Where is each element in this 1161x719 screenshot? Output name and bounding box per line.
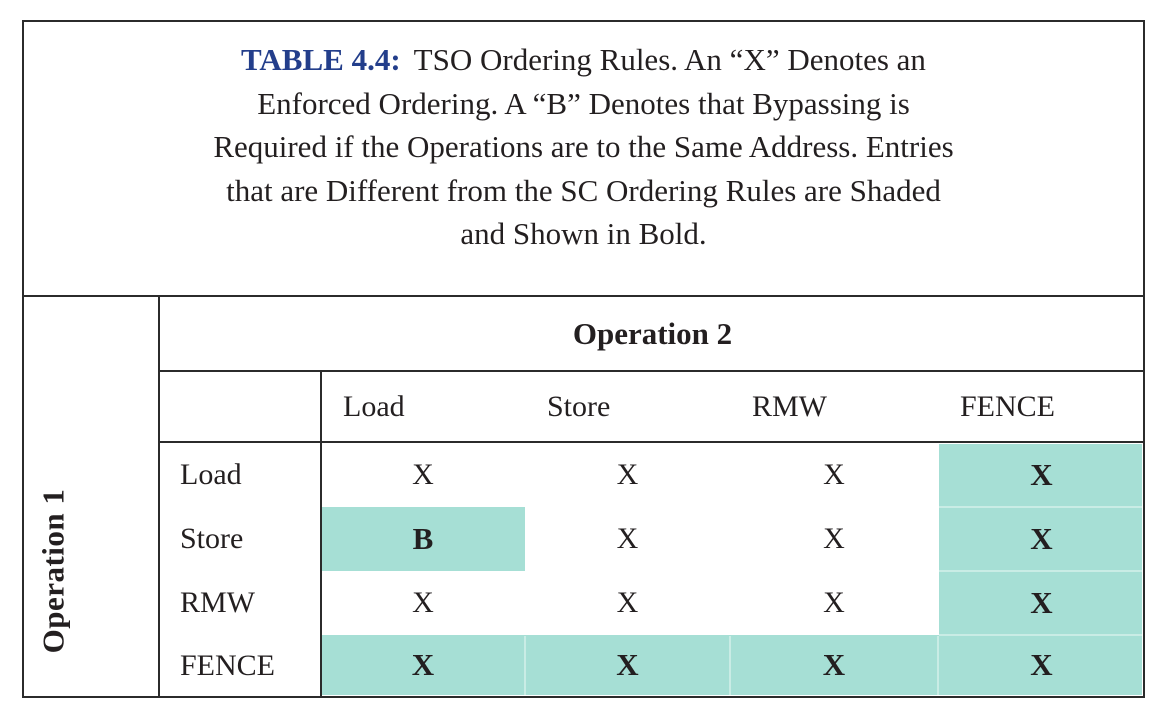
table-number-label: TABLE 4.4: bbox=[241, 42, 401, 77]
row-header-fence: FENCE bbox=[180, 649, 276, 682]
cell-rmw-rmw: X bbox=[823, 586, 845, 619]
row-header-load: Load bbox=[180, 458, 242, 491]
cell-store-store: X bbox=[616, 522, 639, 555]
shade-seam bbox=[939, 634, 1142, 636]
column-header-fence: FENCE bbox=[960, 389, 1056, 423]
operation1-group-header: Operation 1 bbox=[35, 488, 70, 653]
shade-seam bbox=[939, 506, 1142, 508]
cell-fence-rmw: X bbox=[822, 647, 846, 682]
caption-line-3: Required if the Operations are to the Sa… bbox=[213, 129, 954, 164]
cell-rmw-load: X bbox=[412, 586, 434, 619]
shade-fence-row bbox=[322, 635, 1142, 695]
caption-line-4: that are Different from the SC Ordering … bbox=[226, 172, 941, 208]
cell-load-store: X bbox=[616, 458, 639, 491]
header-divider-rule bbox=[159, 441, 1145, 443]
operation1-column-rule bbox=[158, 295, 160, 698]
row-header-rmw: RMW bbox=[180, 586, 255, 619]
operation2-divider-rule bbox=[159, 370, 1145, 372]
cell-load-rmw: X bbox=[823, 458, 845, 491]
cell-fence-load: X bbox=[411, 647, 435, 682]
shade-bypass-cell bbox=[322, 507, 525, 571]
row-header-column-rule bbox=[320, 370, 322, 698]
shade-seam bbox=[939, 570, 1142, 572]
caption-line-5: and Shown in Bold. bbox=[460, 216, 707, 251]
cell-load-load: X bbox=[412, 458, 434, 491]
column-header-rmw: RMW bbox=[752, 389, 827, 423]
cell-rmw-fence: X bbox=[1030, 585, 1053, 620]
caption-line-1: TABLE 4.4: TSO Ordering Rules. An “X” Den… bbox=[22, 38, 1145, 82]
cell-fence-fence: X bbox=[1030, 647, 1053, 682]
cell-store-rmw: X bbox=[823, 522, 845, 555]
column-header-store: Store bbox=[547, 389, 611, 423]
cell-fence-store: X bbox=[616, 647, 639, 682]
shade-seam bbox=[729, 636, 731, 695]
shade-seam bbox=[937, 636, 939, 695]
cell-store-load: B bbox=[412, 521, 434, 556]
cell-load-fence: X bbox=[1030, 457, 1053, 492]
caption-text-1: TSO Ordering Rules. An “X” Denotes an bbox=[413, 42, 926, 77]
operation1-group-header-wrap: Operation 1 bbox=[24, 444, 82, 697]
cell-store-fence: X bbox=[1030, 521, 1053, 556]
shade-seam bbox=[524, 636, 526, 695]
caption-divider-rule bbox=[22, 295, 1145, 297]
cell-rmw-store: X bbox=[616, 586, 639, 619]
caption-line-2: Enforced Ordering. A “B” Denotes that By… bbox=[257, 85, 910, 121]
column-header-load: Load bbox=[343, 389, 405, 423]
operation2-group-header: Operation 2 bbox=[572, 315, 733, 351]
table-caption: TABLE 4.4: TSO Ordering Rules. An “X” Den… bbox=[22, 38, 1145, 256]
row-header-store: Store bbox=[180, 522, 244, 555]
